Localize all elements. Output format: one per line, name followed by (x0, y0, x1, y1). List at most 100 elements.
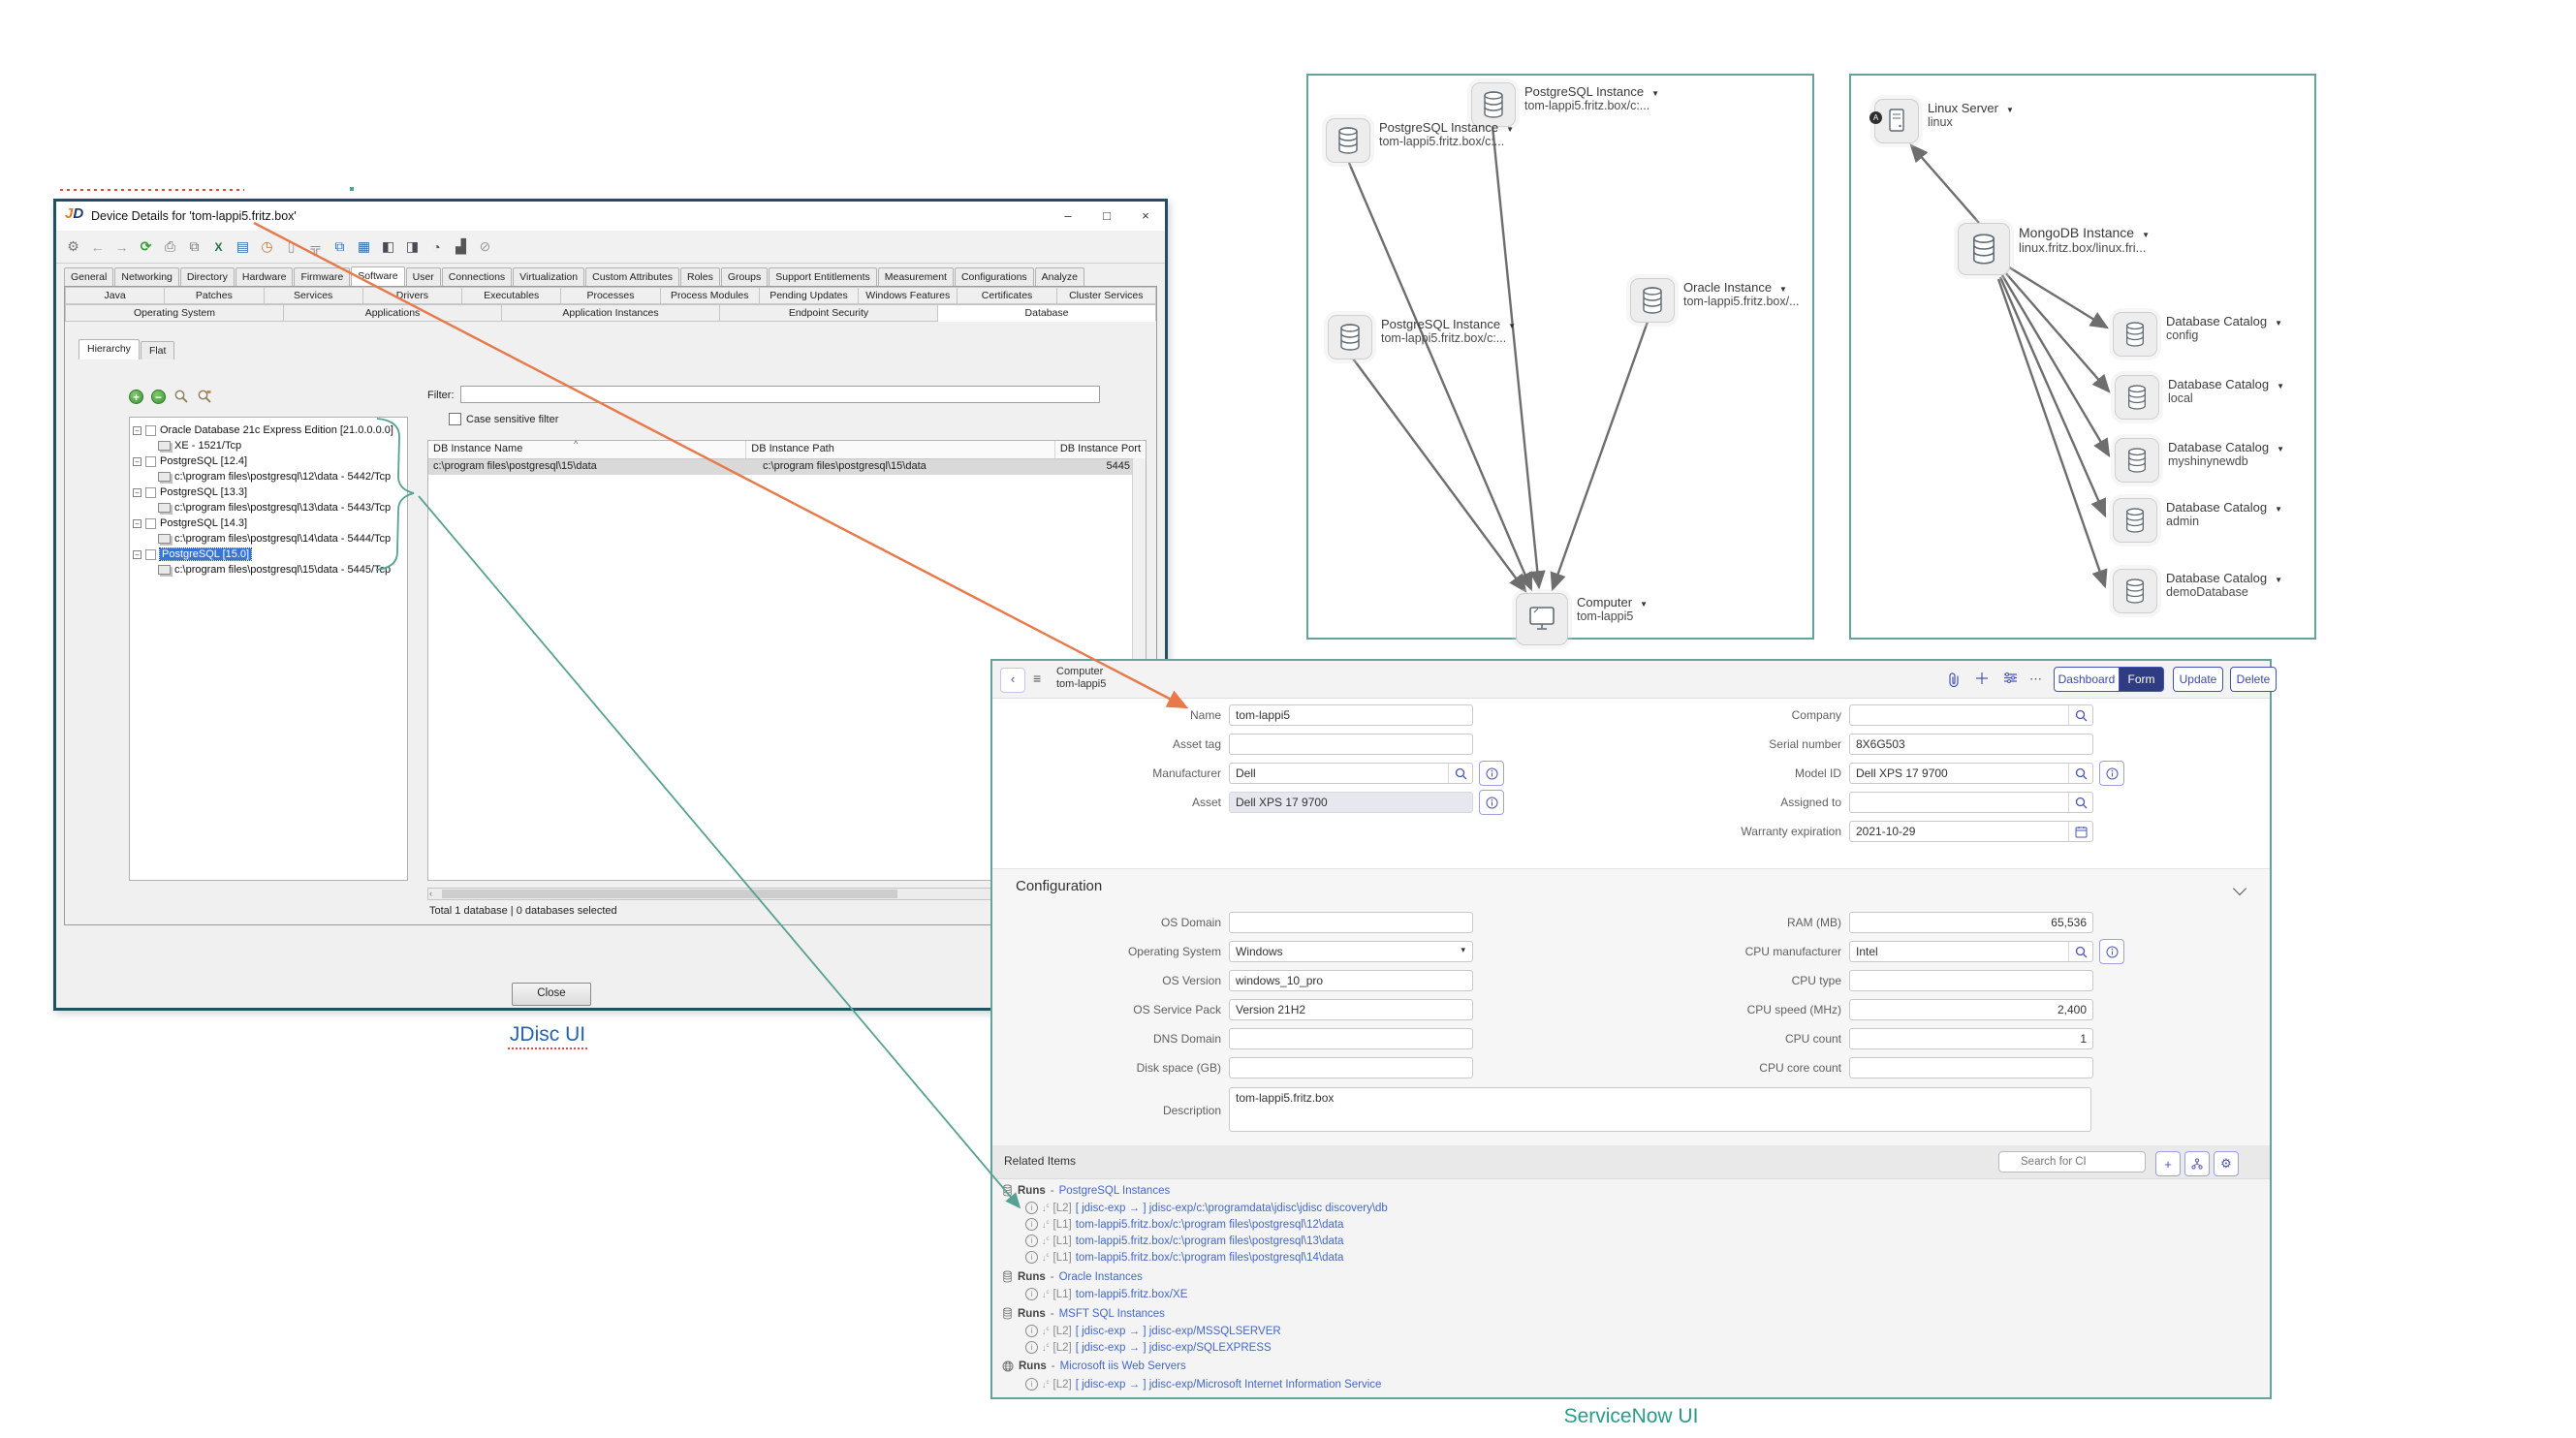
cpu-core-count-input[interactable] (1849, 1057, 2093, 1078)
sub-tab[interactable]: Certificates (958, 287, 1056, 304)
node-database-catalog[interactable]: Database CatalogdemoDatabase (2113, 569, 2282, 613)
node-menu-caret[interactable] (1772, 280, 1787, 295)
database-tree[interactable]: −Oracle Database 21c Express Edition [21… (129, 417, 408, 881)
model-id-preview-icon[interactable] (2099, 761, 2124, 786)
node-menu-caret[interactable] (1632, 595, 1648, 610)
settings-icon[interactable] (65, 238, 81, 256)
collapse-icon[interactable]: − (133, 426, 141, 435)
column-header[interactable]: DB Instance Port (1055, 441, 1146, 458)
tree-checkbox[interactable] (145, 456, 156, 467)
info-icon[interactable] (1025, 1341, 1038, 1354)
node-menu-caret[interactable] (2269, 377, 2284, 391)
table-row[interactable]: c:\program files\postgresql\15\data c:\p… (428, 459, 1146, 475)
collapse-all-icon[interactable]: − (151, 390, 166, 404)
cpu-manufacturer-lookup-icon[interactable] (2068, 942, 2092, 961)
maximize-icon[interactable]: □ (1087, 202, 1126, 231)
node-postgresql-instance[interactable]: PostgreSQL Instancetom-lappi5.fritz.box/… (1328, 315, 1516, 360)
node-menu-caret[interactable] (1644, 84, 1659, 99)
node-menu-caret[interactable] (2134, 225, 2150, 240)
os-service-pack-input[interactable] (1229, 999, 1473, 1020)
hierarchy-view-icon[interactable] (2184, 1151, 2210, 1176)
view-tab[interactable]: Flat (141, 341, 175, 360)
node-menu-caret[interactable] (2267, 500, 2282, 515)
main-tab[interactable]: Firmware (294, 267, 350, 286)
related-target-link[interactable]: Oracle Instances (1059, 1271, 1143, 1283)
related-item-link[interactable]: [ jdisc-exp → ] jdisc-exp/c:\programdata… (1076, 1203, 1388, 1214)
column-header[interactable]: DB Instance Name (428, 441, 746, 458)
main-tab[interactable]: General (64, 267, 113, 286)
operating-system-select[interactable]: Windows (1229, 941, 1473, 962)
panel-right-icon[interactable] (404, 238, 421, 256)
related-target-link[interactable]: MSFT SQL Instances (1059, 1308, 1165, 1320)
follow-icon[interactable] (1975, 672, 1989, 685)
info-icon[interactable] (1025, 1288, 1038, 1300)
tree-item[interactable]: −Oracle Database 21c Express Edition [21… (133, 422, 404, 438)
main-tab[interactable]: Software (351, 266, 404, 287)
node-database-catalog[interactable]: Database Catalogmyshinynewdb (2115, 438, 2284, 483)
tree-item[interactable]: c:\program files\postgresql\12\data - 54… (133, 469, 404, 485)
add-ci-button[interactable]: + (2155, 1151, 2181, 1176)
back-icon[interactable] (89, 238, 106, 256)
view-tab[interactable]: Hierarchy (79, 339, 140, 360)
dns-domain-input[interactable] (1229, 1028, 1473, 1049)
collapse-icon[interactable]: − (133, 457, 141, 466)
related-item-link[interactable]: tom-lappi5.fritz.box/c:\program files\po… (1076, 1219, 1344, 1231)
back-button[interactable]: ‹ (1000, 668, 1025, 693)
topology-icon[interactable] (307, 238, 324, 256)
main-tab[interactable]: Connections (442, 267, 512, 286)
collapse-icon[interactable]: − (133, 488, 141, 497)
export-report-icon[interactable] (235, 238, 251, 256)
sub-tab[interactable]: Operating System (65, 304, 284, 322)
sub-tab[interactable]: Java (65, 287, 165, 304)
tree-item[interactable]: −PostgreSQL [14.3] (133, 516, 404, 531)
assigned-to-lookup-icon[interactable] (2068, 793, 2092, 812)
manufacturer-input[interactable] (1229, 763, 1473, 784)
forward-icon[interactable] (113, 238, 130, 256)
dashboard-button[interactable]: Dashboard (2054, 667, 2120, 692)
os-version-input[interactable] (1229, 970, 1473, 991)
ram-input[interactable] (1849, 912, 2093, 933)
minimize-icon[interactable]: – (1049, 202, 1087, 231)
main-tab[interactable]: Support Entitlements (769, 267, 876, 286)
os-domain-input[interactable] (1229, 912, 1473, 933)
main-tab[interactable]: Networking (114, 267, 179, 286)
attachment-icon[interactable] (1947, 672, 1961, 688)
cpu-speed-input[interactable] (1849, 999, 2093, 1020)
model-id-lookup-icon[interactable] (2068, 764, 2092, 783)
tree-checkbox[interactable] (145, 487, 156, 498)
node-mongodb-instance[interactable]: MongoDB Instancelinux.fritz.box/linux.fr… (1958, 223, 2150, 275)
manufacturer-preview-icon[interactable] (1479, 761, 1504, 786)
company-input[interactable] (1849, 704, 2093, 726)
node-database-catalog[interactable]: Database Catalogadmin (2113, 498, 2282, 543)
sub-tab[interactable]: Database (938, 304, 1156, 322)
tree-checkbox[interactable] (145, 425, 156, 436)
sub-tab[interactable]: Processes (561, 287, 660, 304)
collapse-icon[interactable]: − (133, 550, 141, 559)
main-tab[interactable]: Hardware (236, 267, 294, 286)
bar-chart-icon[interactable] (453, 238, 469, 256)
tree-item[interactable]: c:\program files\postgresql\15\data - 54… (133, 562, 404, 578)
case-sensitive-checkbox[interactable] (449, 413, 461, 425)
name-input[interactable] (1229, 704, 1473, 726)
info-icon[interactable] (1025, 1378, 1038, 1391)
main-tab[interactable]: Custom Attributes (585, 267, 679, 286)
cpu-type-input[interactable] (1849, 970, 2093, 991)
calendar-icon[interactable] (2068, 822, 2092, 841)
expand-all-icon[interactable]: + (129, 390, 143, 404)
history-icon[interactable] (259, 238, 275, 256)
disk-space-input[interactable] (1229, 1057, 1473, 1078)
jdisc-titlebar[interactable]: JD Device Details for 'tom-lappi5.fritz.… (56, 202, 1165, 232)
tree-item[interactable]: −PostgreSQL [13.3] (133, 485, 404, 500)
disabled-icon[interactable] (477, 238, 493, 256)
sub-tab[interactable]: Windows Features (859, 287, 958, 304)
context-menu-icon[interactable]: ≡ (1033, 671, 1041, 686)
node-menu-caret[interactable] (1500, 317, 1516, 331)
refresh-icon[interactable] (138, 238, 154, 256)
node-linux-server[interactable]: A Linux Serverlinux (1874, 99, 2014, 143)
node-menu-caret[interactable] (2269, 440, 2284, 454)
node-computer[interactable]: Computertom-lappi5 (1516, 593, 1648, 645)
close-button[interactable]: Close (512, 983, 591, 1006)
company-lookup-icon[interactable] (2068, 705, 2092, 725)
node-menu-caret[interactable] (1998, 101, 2014, 115)
main-tab[interactable]: Roles (680, 267, 720, 286)
